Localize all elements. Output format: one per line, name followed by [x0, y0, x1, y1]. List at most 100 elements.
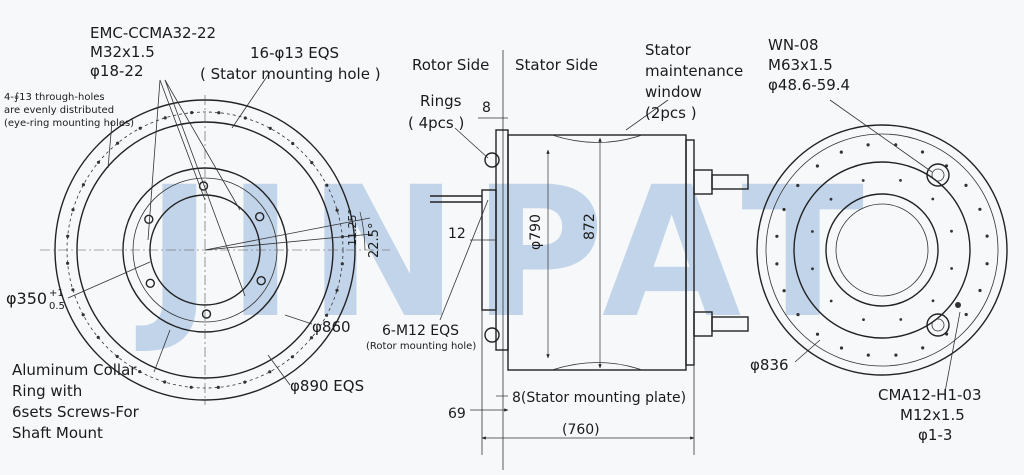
right-mid-circle: [793, 161, 971, 339]
mounting-hole: [189, 385, 193, 389]
mounting-hole: [839, 150, 843, 154]
mounting-hole: [96, 160, 101, 164]
emc-leader-4: [164, 79, 246, 297]
wn-connector-2-outer: [926, 313, 950, 337]
collar-screw: [201, 309, 212, 319]
mounting-hole: [81, 183, 85, 187]
mounting-hole: [217, 111, 221, 115]
dim-69-label: 69: [448, 406, 466, 422]
mounting-hole: [861, 179, 865, 182]
wn-connector-label: WN-08: [768, 36, 819, 54]
mounting-hole: [862, 318, 865, 321]
mounting-hole: [978, 288, 982, 293]
stator-mounting-holes: [66, 111, 344, 389]
angle-large-label: 22.5°: [367, 223, 382, 258]
rotor-mount-plate: [481, 189, 497, 311]
cma-leader: [944, 311, 961, 393]
bore-leader: [67, 261, 151, 299]
dia-860-label: φ860: [312, 318, 351, 336]
window-line1: Stator: [645, 41, 692, 59]
stator-holes-note: ( Stator mounting hole ): [200, 65, 381, 83]
emc-connector-label: EMC-CCMA32-22: [90, 24, 216, 42]
mounting-hole: [775, 234, 779, 238]
collar-screws: [144, 181, 266, 319]
mounting-hole: [216, 385, 220, 389]
wn-connector-outer: [926, 163, 950, 187]
mounting-hole: [243, 380, 247, 384]
left-end-view: [40, 71, 390, 405]
mounting-hole: [978, 207, 982, 211]
dia-890-label: φ890 EQS: [290, 377, 364, 395]
rings-count-label: ( 4pcs ): [408, 114, 464, 132]
bore-tolerance-upper: +1: [49, 288, 64, 299]
wn-leader: [829, 99, 933, 173]
window-line3: window: [645, 83, 702, 101]
mounting-hole: [81, 313, 85, 317]
bore-diameter-label: φ350: [6, 289, 47, 308]
mounting-hole: [268, 126, 272, 130]
right-bore-circle: [835, 203, 929, 297]
dia-836-label: φ836: [750, 356, 789, 374]
angle-small-label: 11.25°: [346, 209, 359, 246]
wn-connector-2-inner: [931, 318, 945, 332]
watermark: JINPAT: [135, 149, 878, 358]
mounting-hole: [163, 116, 167, 120]
through-holes-line1: 4-∮13 through-holes: [4, 92, 105, 103]
collar-screw: [145, 278, 156, 288]
emc-range-label: φ18-22: [90, 62, 143, 80]
mounting-hole: [291, 141, 295, 146]
mounting-hole: [931, 197, 935, 201]
mounting-hole: [243, 116, 247, 120]
mounting-hole: [811, 267, 814, 271]
maintenance-window-top: [551, 134, 643, 143]
wn-connector-inner: [931, 168, 945, 182]
side-view: [430, 50, 749, 470]
mounting-hole: [899, 318, 903, 321]
mounting-hole: [66, 261, 70, 265]
right-bolt-circle: [765, 133, 999, 367]
mounting-hole: [931, 299, 935, 303]
emc-thread-label: M32x1.5: [90, 43, 155, 61]
mounting-hole: [325, 313, 329, 317]
mounting-hole: [775, 262, 779, 266]
stator-mounting-plate: [685, 139, 695, 366]
through-holes-line3: (eye-ring mounting holes): [4, 118, 134, 129]
stator-hole-leader: [231, 71, 271, 129]
collar-screw: [144, 214, 154, 225]
mounting-hole: [866, 143, 870, 147]
mounting-hole: [829, 299, 833, 303]
stator-holes-label: 16-φ13 EQS: [250, 44, 339, 62]
angle-ray-1: [204, 217, 371, 251]
mounting-hole: [899, 179, 902, 182]
mounting-hole: [796, 183, 800, 188]
mounting-hole: [811, 230, 814, 233]
collar-leader: [153, 329, 171, 373]
emc-leader-1: [147, 79, 161, 241]
mounting-hole: [782, 289, 786, 293]
mounting-hole: [921, 346, 925, 350]
rings-label: Rings: [420, 92, 462, 110]
plate-label: 8(Stator mounting plate): [512, 390, 686, 406]
ring-top: [484, 152, 500, 168]
collar-line4: Shaft Mount: [12, 424, 103, 442]
dim-12-label: 12: [448, 226, 466, 242]
bore-tolerance-lower: 0.5: [49, 301, 65, 312]
mounting-hole: [138, 126, 142, 130]
cable-top: [711, 174, 749, 190]
stator-side-label: Stator Side: [515, 56, 598, 74]
mounting-hole: [782, 207, 786, 212]
collar-screw: [255, 211, 265, 222]
mounting-hole: [839, 346, 844, 350]
emc-leader-2: [159, 79, 206, 201]
dim-872-label: 872: [582, 213, 598, 240]
mounting-hole: [964, 183, 968, 187]
mounting-hole: [920, 150, 925, 154]
window-count-label: (2pcs ): [645, 104, 697, 122]
rotor-holes-label: 6-M12 EQS: [382, 323, 459, 339]
ring-bottom: [484, 327, 500, 343]
mounting-hole: [829, 197, 833, 201]
cma-connector: [955, 302, 961, 308]
mounting-hole: [71, 208, 75, 212]
rotor-holes-leader: [439, 199, 489, 321]
wn-thread-label: M63x1.5: [768, 56, 833, 74]
